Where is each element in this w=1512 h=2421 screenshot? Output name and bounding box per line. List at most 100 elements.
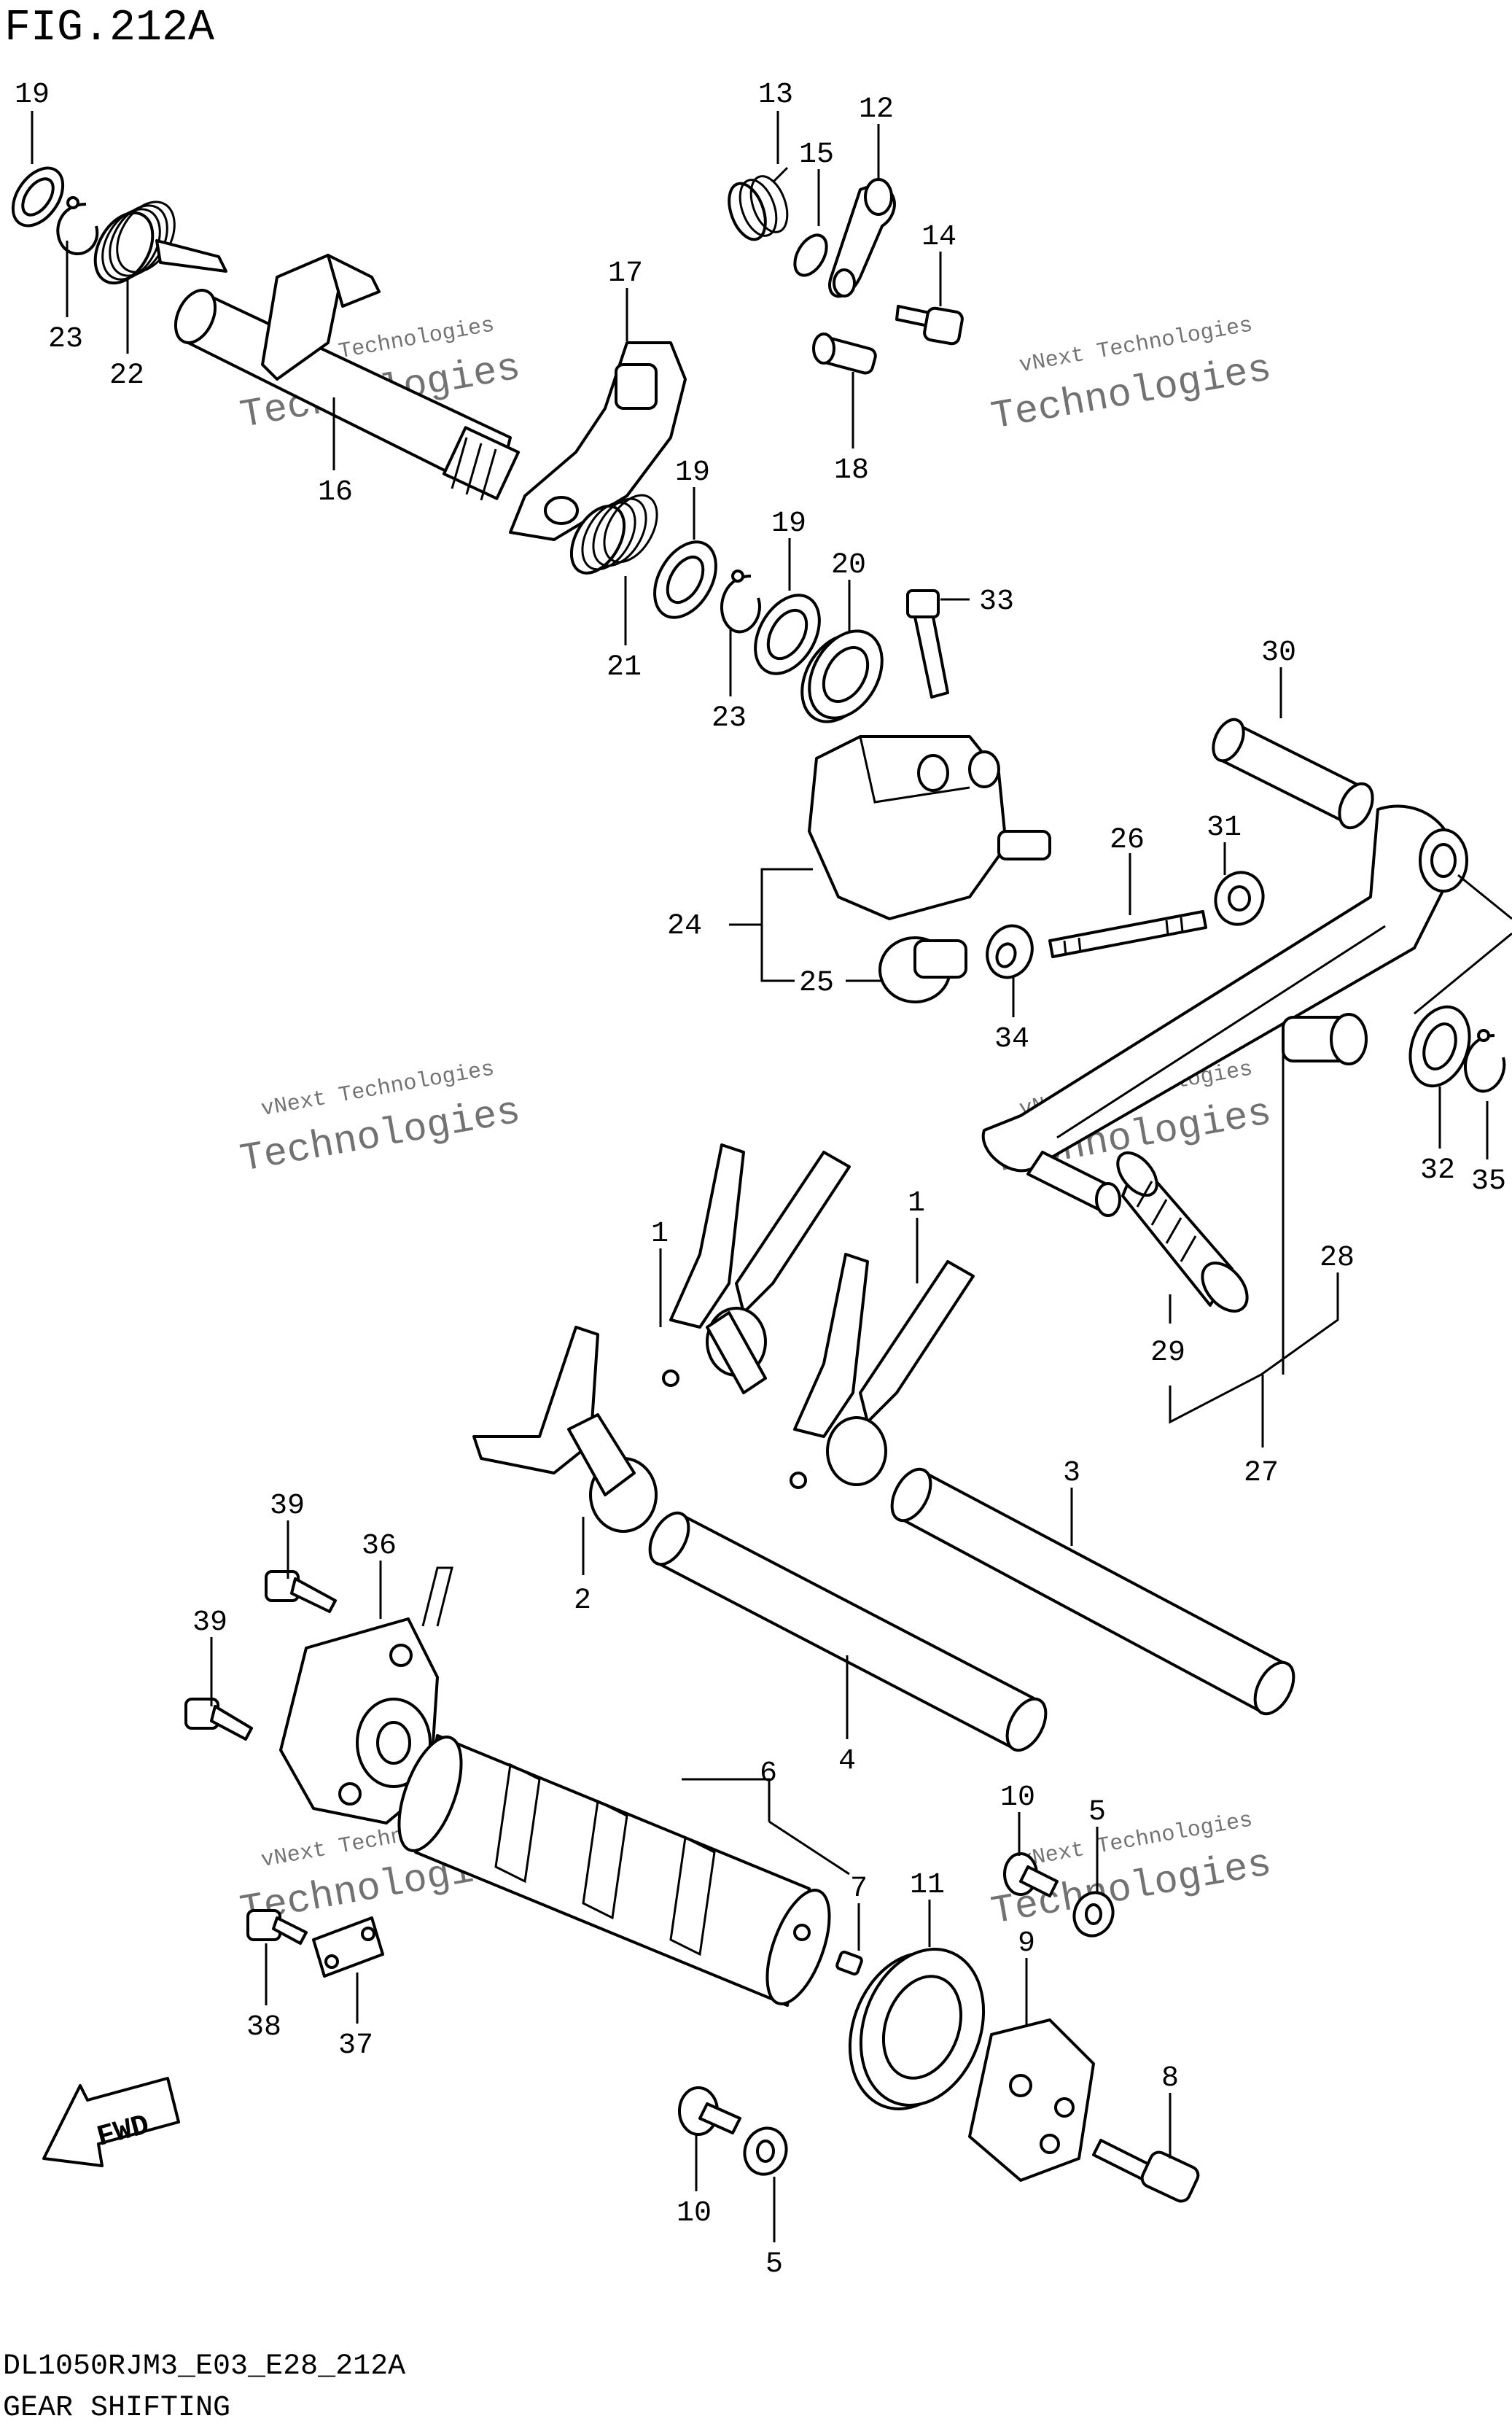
callout-30: 30 bbox=[1261, 637, 1296, 669]
callout-8: 8 bbox=[1161, 2062, 1179, 2095]
callout-26: 26 bbox=[1110, 824, 1145, 857]
cam-star-9 bbox=[968, 2018, 1095, 2182]
bolt-39-upper bbox=[265, 1570, 337, 1613]
shift-arm-12 bbox=[828, 178, 896, 298]
shift-sensor-36 bbox=[279, 1566, 453, 1825]
spring-22 bbox=[93, 201, 227, 285]
housing-24 bbox=[808, 735, 1051, 920]
callout-19-a: 19 bbox=[15, 79, 50, 112]
rod-26 bbox=[1048, 910, 1207, 958]
shift-fork-1-left bbox=[662, 1143, 851, 1394]
bearing-11 bbox=[848, 1948, 986, 2110]
washer-15 bbox=[793, 233, 828, 277]
callout-7: 7 bbox=[850, 1873, 868, 1905]
callout-23-b: 23 bbox=[712, 702, 747, 735]
callout-3: 3 bbox=[1063, 1457, 1080, 1490]
knob-25 bbox=[878, 936, 967, 1003]
callout-31: 31 bbox=[1207, 812, 1242, 844]
circlip-35 bbox=[1464, 1029, 1506, 1093]
callout-32: 32 bbox=[1420, 1154, 1455, 1187]
shift-lever-27 bbox=[981, 804, 1512, 1217]
callout-9: 9 bbox=[1018, 1927, 1035, 1960]
callout-16: 16 bbox=[318, 476, 353, 509]
watermark-3: vNext Technologies Technologies bbox=[237, 1057, 524, 1183]
washer-19-mid-left bbox=[653, 540, 717, 619]
callout-36: 36 bbox=[362, 1530, 397, 1563]
washer-19-top-left bbox=[11, 166, 65, 228]
bolt-10-lower bbox=[678, 2086, 741, 2136]
nut-31 bbox=[1214, 871, 1265, 926]
bolt-10-upper bbox=[1003, 1852, 1059, 1897]
plate-37 bbox=[312, 1916, 384, 1978]
bolt-33 bbox=[906, 589, 949, 699]
callout-33: 33 bbox=[979, 586, 1014, 618]
washer-5-upper bbox=[1072, 1891, 1115, 1938]
callout-23-a: 23 bbox=[48, 323, 83, 356]
bolt-38 bbox=[246, 1909, 308, 1945]
callout-6: 6 bbox=[760, 1757, 777, 1790]
callout-15: 15 bbox=[799, 139, 834, 171]
bolt-39-lower bbox=[184, 1698, 253, 1741]
pin-28 bbox=[1282, 1013, 1368, 1065]
model-code: DL1050RJM3_E03_E28_212A bbox=[3, 2350, 405, 2383]
pin-7 bbox=[835, 1951, 863, 1975]
callout-19-c: 19 bbox=[771, 508, 806, 540]
callout-21: 21 bbox=[607, 651, 642, 684]
gearshift-shaft-16 bbox=[174, 254, 521, 501]
callout-35: 35 bbox=[1471, 1165, 1506, 1198]
callout-17: 17 bbox=[608, 257, 643, 290]
watermark-2: vNext Technologies Technologies bbox=[988, 313, 1275, 440]
fwd-arrow: FWD bbox=[42, 2077, 180, 2167]
callout-2: 2 bbox=[574, 1585, 591, 1617]
fork-shaft-4 bbox=[648, 1511, 1048, 1752]
callout-12: 12 bbox=[859, 93, 894, 126]
washer-5-lower bbox=[743, 2126, 788, 2176]
callout-10-upper: 10 bbox=[1000, 1781, 1035, 1814]
bolt-14 bbox=[895, 305, 964, 346]
callout-39-lower: 39 bbox=[192, 1606, 227, 1639]
oil-seal-20 bbox=[800, 629, 884, 723]
callout-10-lower: 10 bbox=[677, 2197, 712, 2230]
washer-19-mid-right bbox=[754, 594, 821, 675]
callout-19-b: 19 bbox=[675, 456, 710, 489]
callout-14: 14 bbox=[921, 221, 956, 254]
callout-39-upper: 39 bbox=[270, 1490, 305, 1523]
callout-11: 11 bbox=[910, 1869, 945, 1902]
rubber-29 bbox=[1116, 1151, 1249, 1313]
callout-20: 20 bbox=[831, 549, 866, 582]
callout-34: 34 bbox=[994, 1023, 1029, 1056]
callout-13: 13 bbox=[758, 79, 793, 112]
callout-5-upper: 5 bbox=[1088, 1796, 1106, 1829]
shift-fork-2 bbox=[472, 1326, 658, 1533]
callout-22: 22 bbox=[109, 360, 144, 392]
figure-caption: GEAR SHIFTING bbox=[3, 2392, 230, 2421]
fork-shaft-3 bbox=[890, 1467, 1295, 1716]
callout-1-left: 1 bbox=[651, 1218, 669, 1251]
bolt-8 bbox=[1092, 2139, 1200, 2203]
leader-lines bbox=[31, 111, 1489, 2242]
callout-1-right: 1 bbox=[908, 1187, 925, 1220]
callout-27: 27 bbox=[1244, 1457, 1279, 1490]
circlip-23-top-left bbox=[56, 196, 99, 256]
shift-fork-1-right bbox=[790, 1253, 975, 1489]
figure-title: FIG.212A bbox=[4, 4, 214, 53]
washer-32 bbox=[1408, 1005, 1471, 1088]
spring-13 bbox=[728, 166, 789, 241]
circlip-23-mid bbox=[720, 570, 761, 634]
callout-25: 25 bbox=[799, 967, 834, 1000]
callout-29: 29 bbox=[1150, 1337, 1185, 1369]
shift-cam-6 bbox=[397, 1734, 831, 2007]
pin-18 bbox=[812, 333, 877, 375]
spring-21 bbox=[569, 494, 658, 575]
callout-28: 28 bbox=[1320, 1242, 1355, 1275]
shift-plate-17 bbox=[509, 341, 687, 541]
callout-24: 24 bbox=[667, 910, 702, 943]
callout-37: 37 bbox=[338, 2029, 373, 2062]
bolt-30 bbox=[1212, 718, 1374, 830]
callout-5-lower: 5 bbox=[765, 2248, 783, 2281]
callout-4: 4 bbox=[838, 1745, 856, 1778]
callout-18: 18 bbox=[834, 454, 869, 487]
callout-38: 38 bbox=[246, 2011, 281, 2044]
nut-34 bbox=[986, 924, 1034, 979]
